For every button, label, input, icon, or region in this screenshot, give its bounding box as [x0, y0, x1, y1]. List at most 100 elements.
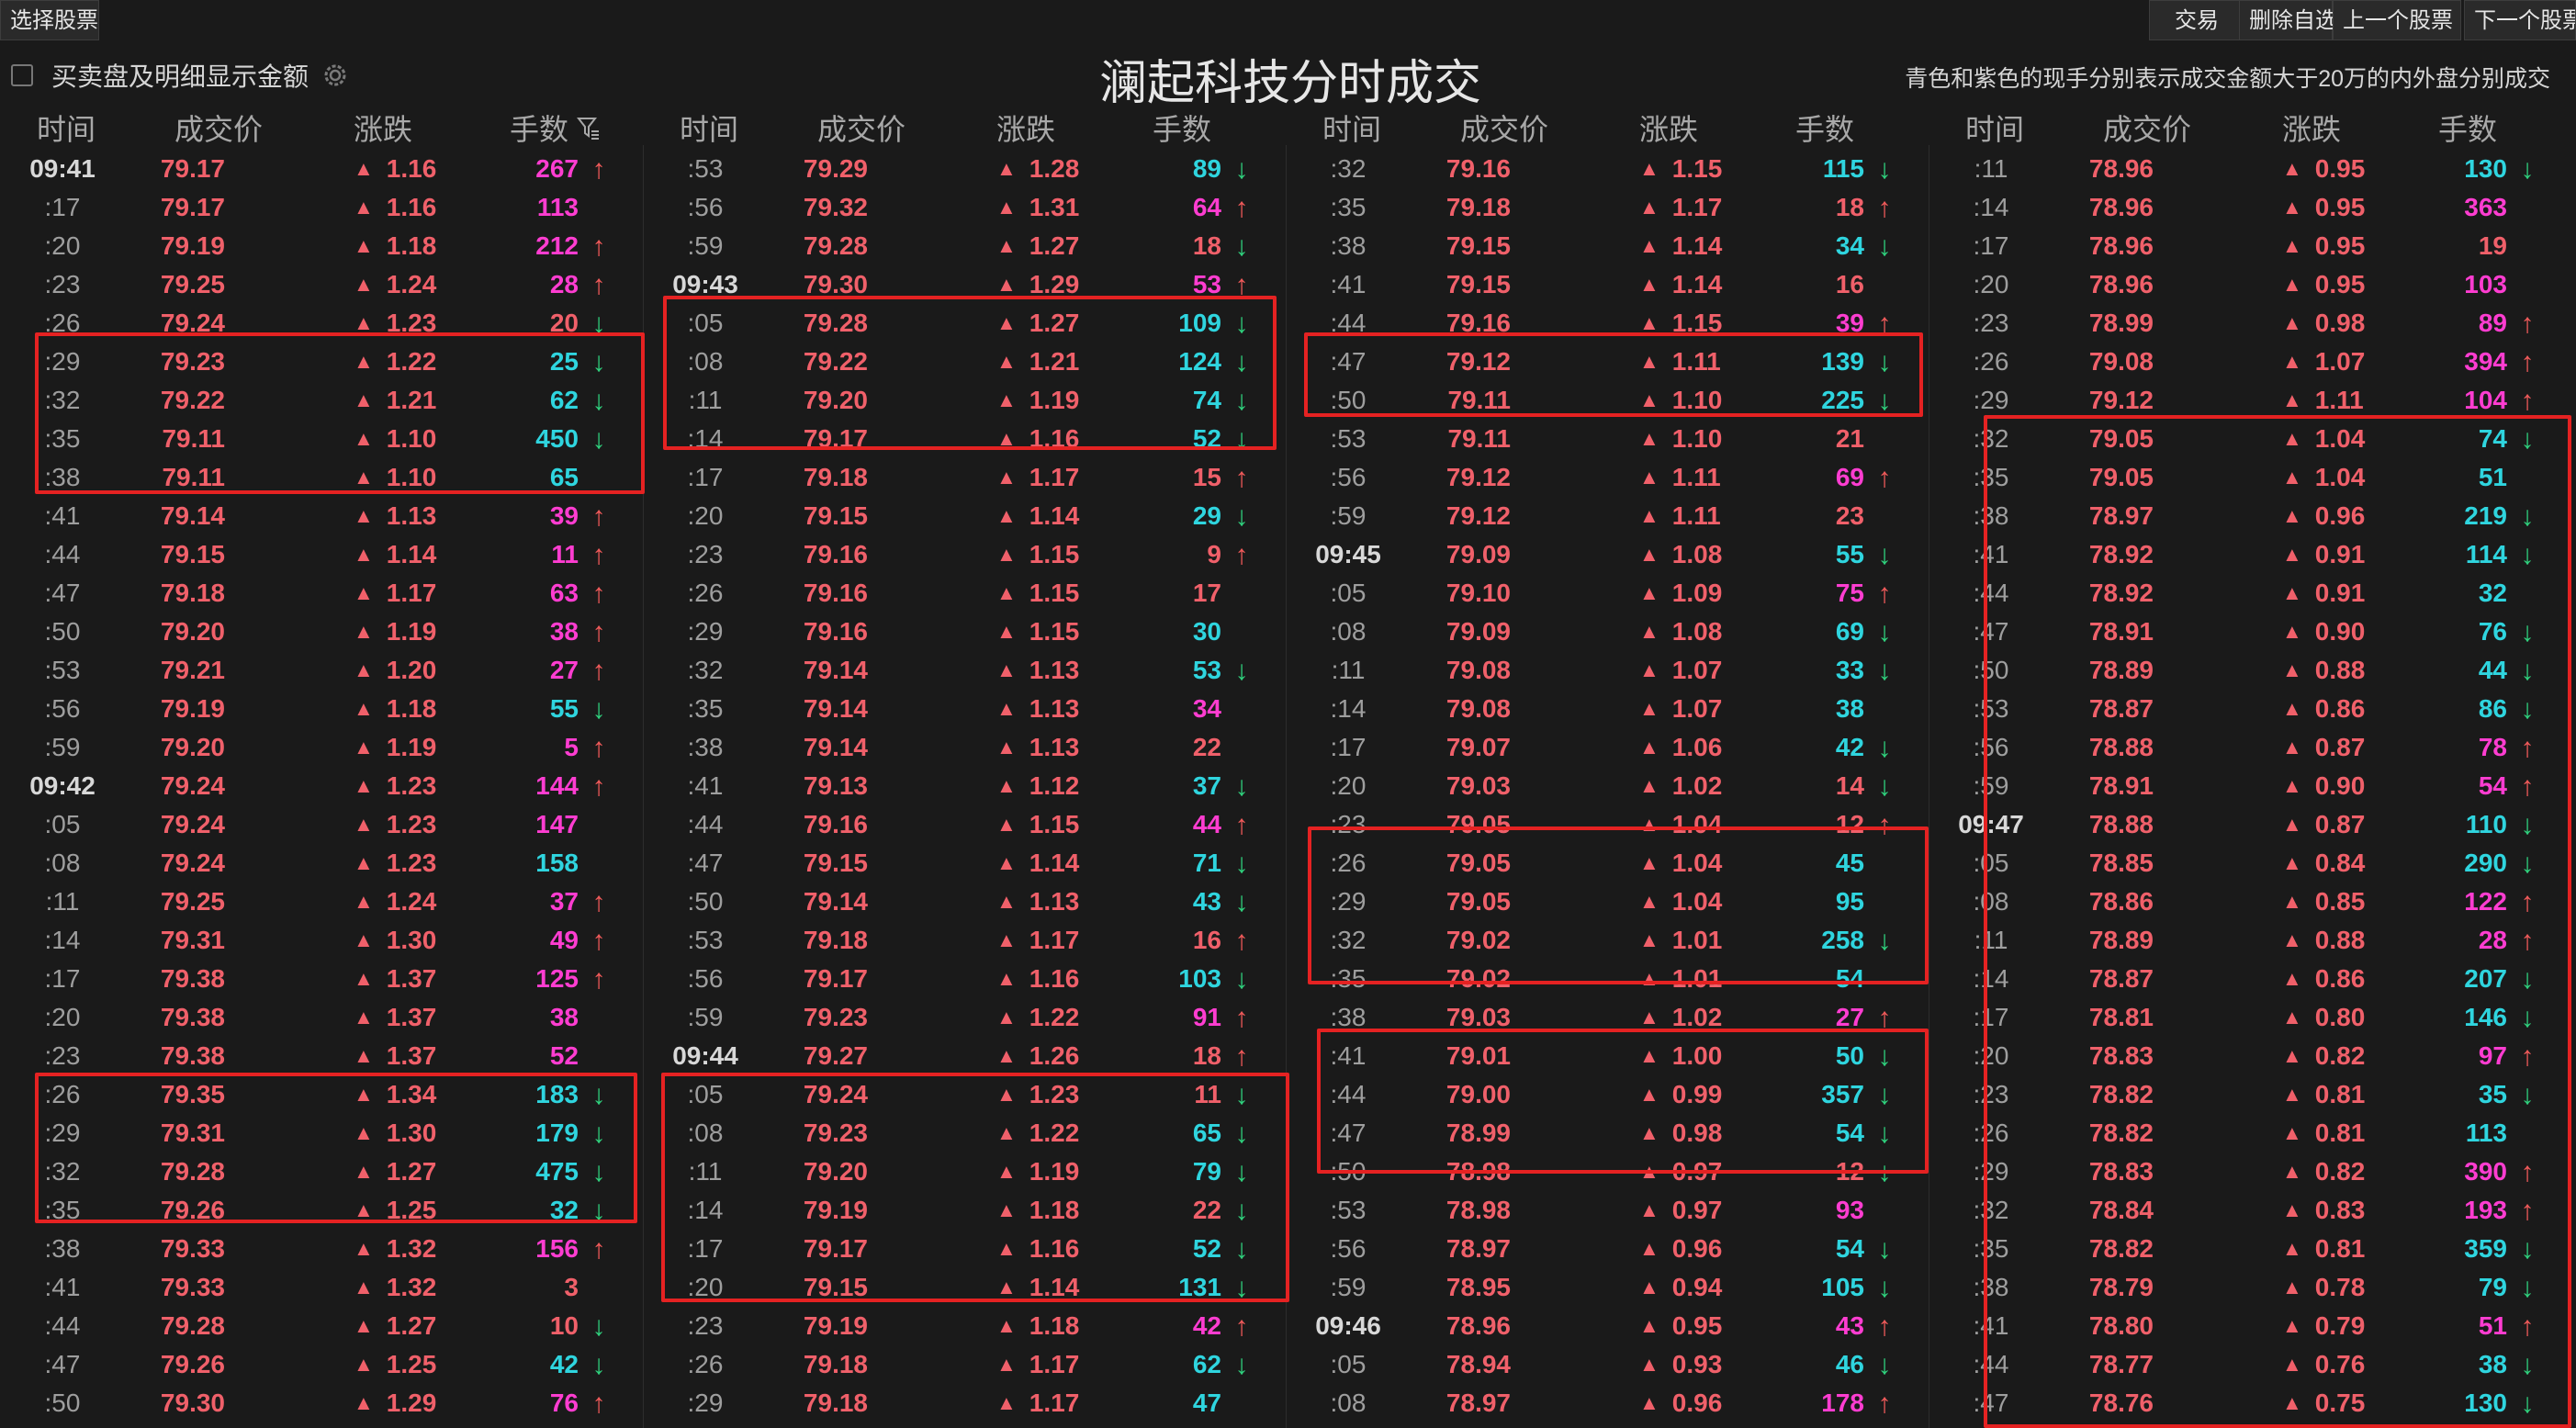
col-header-time[interactable]: 时间: [1322, 113, 1382, 146]
next-stock-button[interactable]: 下一个股票: [2464, 0, 2576, 40]
col-header-volume[interactable]: 手数: [2438, 113, 2498, 146]
col-header-change[interactable]: 涨跌: [1639, 113, 1699, 146]
col-header-price[interactable]: 成交价: [1460, 113, 1549, 146]
select-stock-button[interactable]: 选择股票: [0, 0, 99, 40]
col-header-time[interactable]: 时间: [1965, 113, 2025, 146]
col-header-volume[interactable]: 手数: [1153, 113, 1212, 146]
col-header-change[interactable]: 涨跌: [354, 113, 413, 146]
show-amount-option[interactable]: 买卖盘及明细显示金额: [11, 59, 349, 92]
col-header-volume[interactable]: 手数: [1795, 113, 1855, 146]
col-header-change[interactable]: 涨跌: [2282, 113, 2342, 146]
col-header-time[interactable]: 时间: [37, 113, 96, 146]
col-header-time[interactable]: 时间: [680, 113, 739, 146]
col-header-volume[interactable]: 手数: [510, 113, 569, 146]
col-header-price[interactable]: 成交价: [174, 113, 264, 146]
col-header-change[interactable]: 涨跌: [996, 113, 1056, 146]
col-header-price[interactable]: 成交价: [817, 113, 906, 146]
prev-stock-button[interactable]: 上一个股票: [2333, 0, 2461, 40]
